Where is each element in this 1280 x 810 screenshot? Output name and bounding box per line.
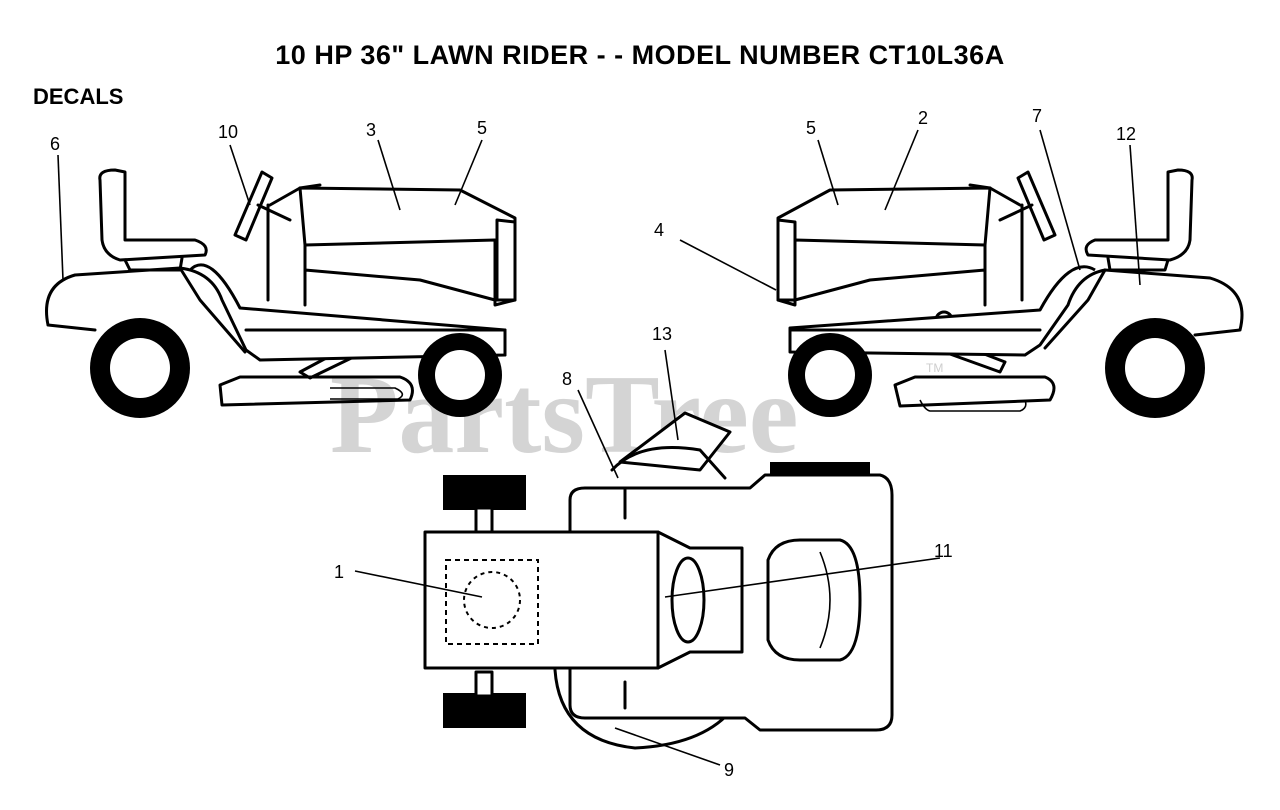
front-left-tire [443,475,526,510]
callout-13: 13 [652,324,672,344]
callout-10: 10 [218,122,238,142]
front-right-tire [443,693,526,728]
mower-deck [893,375,1056,408]
steering-wheel [233,170,274,242]
hood [298,186,517,307]
steering-top [670,556,706,644]
hood [776,186,992,307]
rear-fender [45,263,507,362]
decal-area [445,559,539,645]
callout-5: 5 [477,118,487,138]
callout-8: 8 [562,369,572,389]
callout-11: 11 [934,541,953,561]
right-side-view [776,168,1244,418]
leader-lines [57,129,1141,766]
mower-deck [218,375,414,407]
deck-outline [553,668,732,750]
callout-5: 5 [806,118,816,138]
diagram-title: 10 HP 36" LAWN RIDER - - MODEL NUMBER CT… [275,40,1005,70]
callout-3: 3 [366,120,376,140]
steering-wheel [1016,170,1057,242]
seat [1084,168,1194,262]
left-side-view [45,168,517,418]
watermark-text: PartsTree [330,353,799,477]
rear-fender [788,265,1244,357]
callout-4: 4 [654,220,664,240]
callout-6: 6 [50,134,60,154]
seat [98,168,208,262]
callout-9: 9 [724,760,734,780]
callout-12: 12 [1116,124,1136,144]
section-label: DECALS [33,84,124,109]
callout-1: 1 [334,562,344,582]
seat-top [766,538,862,662]
watermark-tm: TM [926,361,943,375]
callout-7: 7 [1032,106,1042,126]
discharge-chute [618,411,732,472]
hood-top [423,530,660,670]
top-view [423,411,894,750]
callout-2: 2 [918,108,928,128]
